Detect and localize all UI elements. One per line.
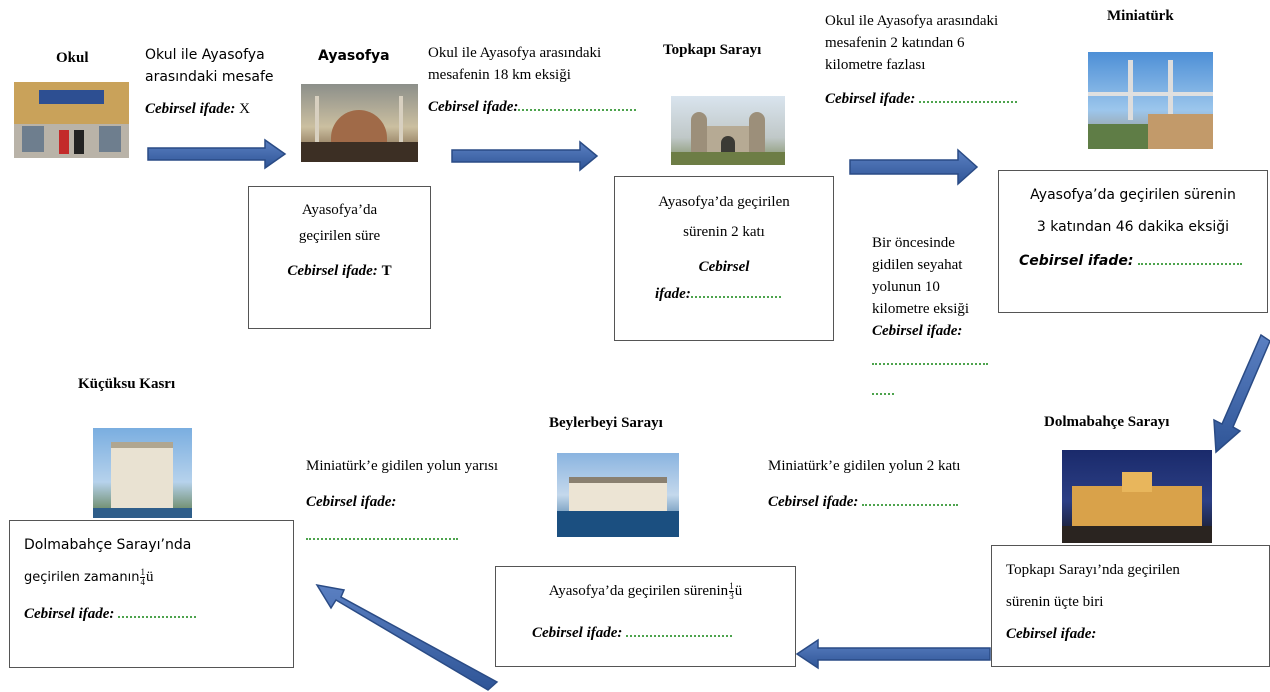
box2-expr-label-b: ifade: bbox=[655, 286, 691, 302]
place-miniaturk-title: Miniatürk bbox=[1107, 8, 1174, 24]
step-dolmabahce-beylerbeyi: Miniatürk’e gidilen yolun 2 katı Cebirse… bbox=[768, 455, 960, 513]
step4-answer-blank-1[interactable] bbox=[872, 351, 988, 365]
step6-expr-label: Cebirsel ifade: bbox=[306, 494, 397, 510]
box-topkapi-sure: Ayasofya’da geçirilen sürenin 2 katı Ceb… bbox=[614, 176, 834, 341]
box-miniaturk-sure: Ayasofya’da geçirilen sürenin 3 katından… bbox=[998, 170, 1268, 313]
box2-line1: Ayasofya’da geçirilen bbox=[658, 194, 790, 210]
arrow-dolmabahce-beylerbeyi bbox=[795, 638, 991, 670]
arrow-miniaturk-dolmabahce bbox=[1213, 333, 1270, 454]
place-topkapi-title: Topkapı Sarayı bbox=[663, 42, 762, 58]
step-ayasofya-topkapi: Okul ile Ayasofya arasındaki mesafenin 1… bbox=[428, 42, 637, 118]
step1-expr-label: Cebirsel ifade: bbox=[145, 101, 236, 117]
box-dolmabahce-sure: Topkapı Sarayı’nda geçirilen sürenin üçt… bbox=[991, 545, 1270, 667]
step3-expr-label: Cebirsel ifade: bbox=[825, 91, 916, 107]
box5-fraction-den: 3 bbox=[729, 591, 734, 602]
topkapi-photo bbox=[671, 96, 785, 165]
step3-line2: mesafenin 2 katından 6 bbox=[825, 35, 965, 51]
step1-line1: Okul ile Ayasofya bbox=[145, 47, 265, 63]
step2-answer-blank[interactable] bbox=[518, 97, 637, 111]
box6-line2: geçirilen zamanın bbox=[24, 570, 140, 585]
kucuksu-photo bbox=[93, 428, 192, 518]
box5-suffix: ü bbox=[734, 583, 743, 599]
box3-line2: 3 katından 46 dakika eksiği bbox=[1036, 219, 1230, 235]
box2-line2: sürenin 2 katı bbox=[683, 224, 765, 240]
step6-text: Miniatürk’e gidilen yolun yarısı bbox=[306, 458, 499, 474]
step5-answer-blank[interactable] bbox=[862, 492, 959, 506]
box6-suffix: ü bbox=[145, 569, 154, 585]
box2-expr-label-a: Cebirsel bbox=[698, 259, 750, 275]
box1-expr-value: T bbox=[381, 263, 392, 279]
step-topkapi-miniaturk: Okul ile Ayasofya arasındaki mesafenin 2… bbox=[825, 10, 1018, 110]
step4-line2: gidilen seyahat bbox=[872, 257, 963, 273]
step1-line2: arasındaki mesafe bbox=[145, 69, 274, 85]
step5-expr-label: Cebirsel ifade: bbox=[768, 494, 859, 510]
box2-answer-blank[interactable] bbox=[690, 284, 781, 298]
step4-expr-label: Cebirsel ifade: bbox=[872, 323, 963, 339]
step4-answer-blank-2[interactable] bbox=[872, 381, 894, 395]
step-miniaturk-dolmabahce: Bir öncesinde gidilen seyahat yolunun 10… bbox=[872, 232, 988, 402]
step4-line1: Bir öncesinde bbox=[872, 235, 955, 251]
place-okul-title: Okul bbox=[56, 50, 89, 66]
place-kucuksu-title: Küçüksu Kasrı bbox=[78, 376, 176, 392]
step2-line1: Okul ile Ayasofya arasındaki bbox=[428, 45, 602, 61]
box4-expr-label: Cebirsel ifade: bbox=[1006, 626, 1097, 642]
step1-expr-value: X bbox=[239, 101, 250, 117]
box3-answer-blank[interactable] bbox=[1137, 251, 1242, 265]
step2-line2: mesafenin 18 km eksiği bbox=[428, 67, 571, 83]
step2-expr-label: Cebirsel ifade: bbox=[428, 99, 519, 115]
place-ayasofya-title: Ayasofya bbox=[318, 48, 390, 64]
beylerbeyi-photo bbox=[557, 453, 679, 537]
box3-line1: Ayasofya’da geçirilen sürenin bbox=[1030, 187, 1236, 203]
box1-line2: geçirilen süre bbox=[298, 228, 381, 244]
place-dolmabahce-title: Dolmabahçe Sarayı bbox=[1044, 414, 1170, 430]
box5-fraction-num: 1 bbox=[729, 581, 734, 593]
step6-answer-blank[interactable] bbox=[306, 526, 458, 540]
step-okul-ayasofya: Okul ile Ayasofya arasındaki mesafe Cebi… bbox=[145, 44, 274, 120]
place-beylerbeyi-title: Beylerbeyi Sarayı bbox=[549, 415, 663, 431]
box4-line1: Topkapı Sarayı’nda geçirilen bbox=[1006, 562, 1180, 578]
box5-answer-blank[interactable] bbox=[626, 623, 733, 637]
arrow-topkapi-miniaturk bbox=[849, 148, 979, 186]
box5-text: Ayasofya’da geçirilen sürenin bbox=[548, 583, 729, 599]
step3-answer-blank[interactable] bbox=[919, 89, 1018, 103]
box6-line1: Dolmabahçe Sarayı’nda bbox=[24, 537, 192, 553]
box3-expr-label: Cebirsel ifade: bbox=[1019, 253, 1134, 269]
box6-fraction-den: 4 bbox=[140, 577, 145, 588]
step4-line4: kilometre eksiği bbox=[872, 301, 970, 317]
step3-line3: kilometre fazlası bbox=[825, 57, 926, 73]
dolmabahce-photo bbox=[1062, 450, 1212, 543]
step5-text: Miniatürk’e gidilen yolun 2 katı bbox=[768, 458, 961, 474]
step-beylerbeyi-kucuksu: Miniatürk’e gidilen yolun yarısı Cebirse… bbox=[306, 455, 498, 547]
box6-answer-blank[interactable] bbox=[118, 604, 197, 618]
arrow-ayasofya-topkapi bbox=[451, 140, 599, 172]
box6-fraction-num: 1 bbox=[140, 567, 145, 579]
step4-line3: yolunun 10 bbox=[872, 279, 940, 295]
box6-expr-label: Cebirsel ifade: bbox=[24, 606, 115, 622]
box5-expr-label: Cebirsel ifade: bbox=[532, 625, 623, 641]
miniaturk-photo bbox=[1088, 52, 1213, 149]
step3-line1: Okul ile Ayasofya arasındaki bbox=[825, 13, 999, 29]
box1-expr-label: Cebirsel ifade: bbox=[287, 263, 378, 279]
ayasofya-photo bbox=[301, 84, 418, 162]
box1-line1: Ayasofya’da bbox=[301, 202, 378, 218]
okul-photo bbox=[14, 82, 129, 158]
arrow-okul-ayasofya bbox=[147, 138, 287, 170]
arrow-beylerbeyi-kucuksu bbox=[315, 583, 499, 691]
box-ayasofya-sure: Ayasofya’da geçirilen süre Cebirsel ifad… bbox=[248, 186, 431, 329]
box4-line2: sürenin üçte biri bbox=[1006, 594, 1104, 610]
